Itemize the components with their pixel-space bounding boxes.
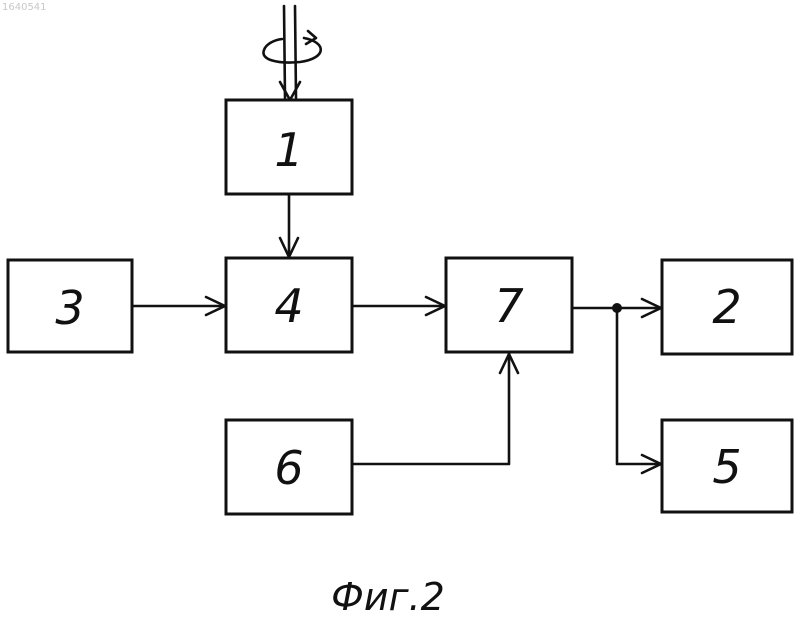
- arrow-7-to-5: [617, 308, 661, 473]
- patent-number: 1640541: [2, 2, 47, 13]
- block-3: 3: [8, 260, 132, 352]
- block-3-label: 3: [55, 281, 84, 335]
- block-1-label: 1: [274, 123, 303, 177]
- block-4: 4: [226, 258, 352, 352]
- block-1: 1: [226, 100, 352, 194]
- block-7: 7: [446, 258, 572, 352]
- block-2: 2: [662, 260, 792, 354]
- block-6-label: 6: [274, 441, 303, 495]
- block-6: 6: [226, 420, 352, 514]
- block-2-label: 2: [712, 280, 741, 334]
- figure-caption: Фиг.2: [331, 575, 445, 619]
- block-5-label: 5: [712, 440, 741, 494]
- arrow-1-to-4: [280, 194, 298, 257]
- block-4-label: 4: [274, 279, 303, 333]
- block-5: 5: [662, 420, 792, 512]
- arrow-3-to-4: [132, 297, 225, 315]
- input-shaft: [263, 6, 320, 100]
- arrow-4-to-7: [352, 297, 445, 315]
- arrow-6-to-7: [352, 354, 518, 464]
- block-7-label: 7: [494, 279, 523, 333]
